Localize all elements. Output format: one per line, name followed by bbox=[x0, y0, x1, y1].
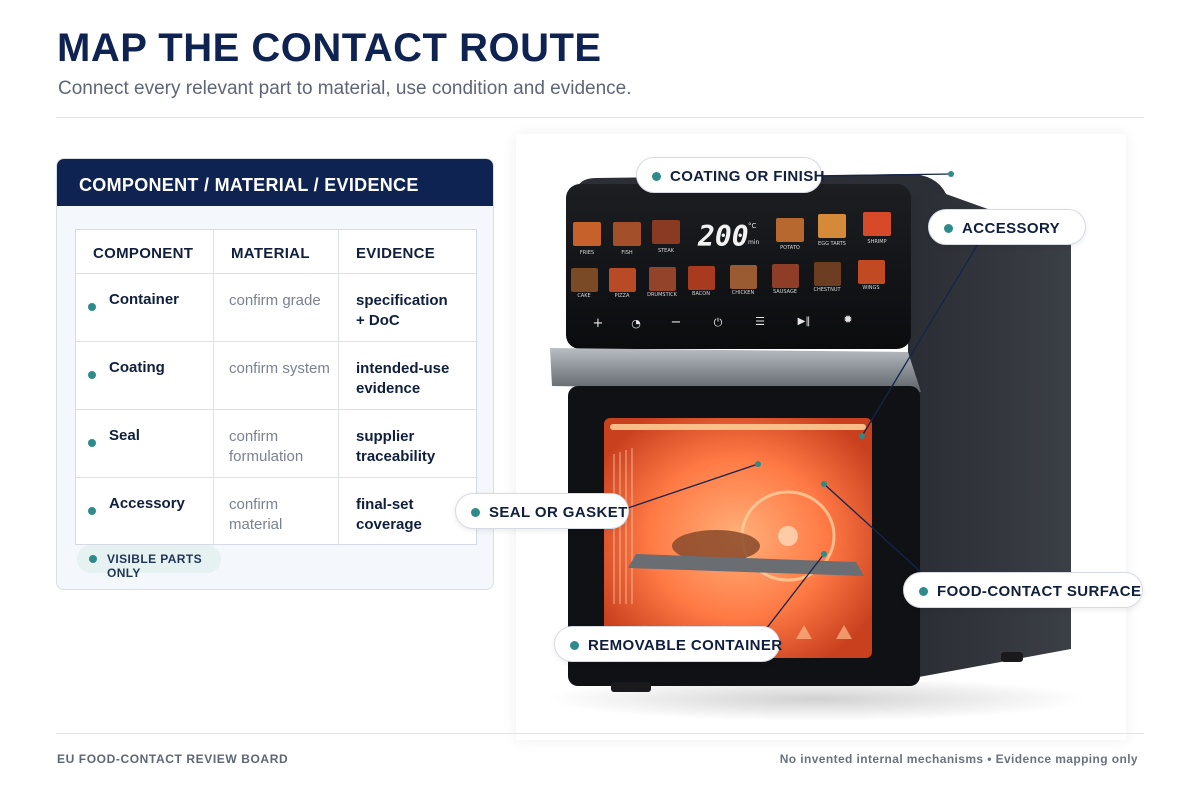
table-row-material: confirm grade bbox=[214, 274, 339, 342]
preset-label: CAKE bbox=[577, 293, 590, 299]
evidence-table: COMPONENT MATERIAL EVIDENCE Container co… bbox=[75, 229, 478, 546]
panel-title: COMPONENT / MATERIAL / EVIDENCE bbox=[57, 159, 493, 206]
air-fryer-oven-illustration: FRIES FISH STEAK POTATO EGG TARTS SHRIMP… bbox=[546, 171, 1086, 721]
bullet-dot bbox=[88, 507, 96, 515]
component-name: Accessory bbox=[109, 495, 185, 512]
column-header-material: MATERIAL bbox=[214, 230, 339, 274]
table-row-component: Accessory bbox=[76, 478, 214, 546]
preset-label: FRIES bbox=[580, 250, 594, 256]
removable-tray bbox=[628, 554, 864, 576]
callout-anchor-dots bbox=[755, 171, 954, 557]
table-row-material: confirm system bbox=[214, 342, 339, 410]
callout-accessory: ACCESSORY bbox=[928, 209, 1086, 245]
bullet-dot bbox=[88, 303, 96, 311]
page-subtitle: Connect every relevant part to material,… bbox=[58, 78, 632, 99]
callout-dot bbox=[471, 508, 480, 517]
table-row-component: Container bbox=[76, 274, 214, 342]
evidence-panel: COMPONENT / MATERIAL / EVIDENCE COMPONEN… bbox=[56, 158, 494, 590]
callout-dot bbox=[652, 172, 661, 181]
callout-dot bbox=[919, 587, 928, 596]
preset-label: SAUSAGE bbox=[773, 289, 797, 295]
preset-label: DRUMSTICK bbox=[647, 292, 677, 298]
table-row-component: Coating bbox=[76, 342, 214, 410]
table-row-material: confirm formulation bbox=[214, 410, 339, 478]
footer-disclaimer: No invented internal mechanisms • Eviden… bbox=[779, 752, 1138, 766]
callout-container: REMOVABLE CONTAINER bbox=[554, 626, 783, 662]
preset-label: WINGS bbox=[862, 285, 879, 291]
bullet-dot bbox=[88, 439, 96, 447]
preset-label: FISH bbox=[621, 250, 633, 256]
preset-label: PIZZA bbox=[615, 293, 630, 299]
minus-icon[interactable]: − bbox=[671, 315, 682, 330]
preset-label: EGG TARTS bbox=[818, 241, 846, 247]
header-divider bbox=[56, 117, 1144, 118]
heating-element bbox=[610, 424, 866, 430]
preset-label: POTATO bbox=[780, 245, 800, 251]
column-header-component: COMPONENT bbox=[76, 230, 214, 274]
visible-parts-badge: VISIBLE PARTS ONLY bbox=[77, 545, 221, 580]
callout-coating: COATING OR FINISH bbox=[636, 157, 825, 193]
metal-trim-strip bbox=[550, 348, 921, 392]
callout-label: SEAL OR GASKET bbox=[489, 504, 628, 521]
footer-organization: EU FOOD-CONTACT REVIEW BOARD bbox=[57, 752, 289, 766]
callout-label: COATING OR FINISH bbox=[670, 168, 825, 185]
table-row-evidence: intended-use evidence bbox=[339, 342, 478, 410]
preset-label: CHICKEN bbox=[732, 290, 755, 296]
time-unit: min bbox=[748, 239, 760, 246]
temperature-unit: °C bbox=[748, 222, 757, 230]
component-name: Container bbox=[109, 291, 180, 308]
preset-row-top bbox=[573, 212, 891, 246]
plus-icon[interactable]: + bbox=[593, 316, 604, 331]
callout-label: ACCESSORY bbox=[962, 220, 1061, 237]
table-row-component: Seal bbox=[76, 410, 214, 478]
light-icon[interactable]: ✹ bbox=[843, 313, 852, 326]
oven-side-panel bbox=[908, 174, 1071, 679]
callout-seal: SEAL OR GASKET bbox=[455, 493, 629, 529]
preset-row-bottom bbox=[571, 260, 885, 292]
preset-label: SHRIMP bbox=[867, 239, 886, 245]
temperature-readout: 200 bbox=[697, 220, 749, 253]
callout-dot bbox=[570, 641, 579, 650]
power-icon[interactable]: ⏻ bbox=[714, 316, 723, 329]
preset-label: BACON bbox=[692, 291, 710, 297]
footer-divider bbox=[56, 733, 1144, 734]
bullet-dot bbox=[88, 371, 96, 379]
callout-label: REMOVABLE CONTAINER bbox=[588, 637, 783, 654]
food-item bbox=[672, 530, 760, 562]
callout-label: FOOD-CONTACT SURFACE bbox=[937, 583, 1142, 600]
side-rack bbox=[613, 448, 633, 604]
column-header-evidence: EVIDENCE bbox=[339, 230, 478, 274]
component-name: Coating bbox=[109, 359, 165, 376]
preset-label: CHESTNUT bbox=[813, 287, 841, 293]
page-title: MAP THE CONTACT ROUTE bbox=[57, 26, 602, 70]
preset-label: STEAK bbox=[658, 248, 675, 254]
table-row-evidence: supplier traceability bbox=[339, 410, 478, 478]
table-row-evidence: specification + DoC bbox=[339, 274, 478, 342]
bullet-dot bbox=[89, 555, 97, 563]
badge-label: VISIBLE PARTS ONLY bbox=[107, 552, 202, 580]
table-row-material: confirm material bbox=[214, 478, 339, 546]
component-name: Seal bbox=[109, 427, 140, 444]
menu-icon[interactable]: ☰ bbox=[755, 315, 765, 328]
timer-icon[interactable]: ◔ bbox=[631, 317, 641, 330]
callout-dot bbox=[944, 224, 953, 233]
floor-shadow bbox=[546, 677, 1086, 721]
play-pause-icon[interactable]: ▶‖ bbox=[798, 316, 811, 327]
table-row-evidence: final-set coverage bbox=[356, 496, 422, 533]
callout-food-contact: FOOD-CONTACT SURFACE bbox=[903, 572, 1143, 608]
